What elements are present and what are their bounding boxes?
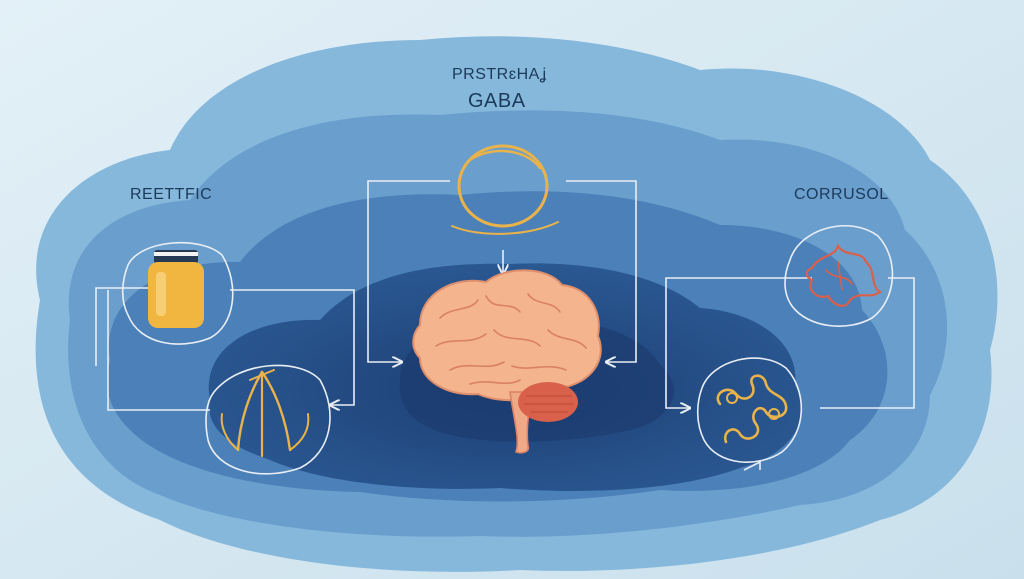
connector-left-to-center [230, 289, 355, 405]
left-label: REETTFIC [130, 186, 213, 203]
connector-left-lower [107, 290, 210, 411]
plant-leaf-icon [205, 364, 331, 475]
supplement-bottle-icon [121, 241, 234, 345]
connector-top-left [367, 180, 450, 362]
connector-right-bottom [743, 460, 761, 471]
brain-icon [412, 269, 602, 454]
connector-left-bracket [95, 287, 150, 366]
top-small-label: PRSTRɛHAʝ [452, 66, 547, 83]
circle-icon [451, 144, 559, 235]
connector-top-right [566, 180, 637, 362]
right-label: CORRUSOL [794, 186, 889, 203]
molecule-icon [696, 357, 803, 463]
connector-right-bracket [820, 277, 915, 409]
connector-lines [95, 180, 915, 471]
neuron-cluster-icon [784, 225, 894, 327]
connector-right-upper [665, 277, 812, 408]
gaba-label: GABA [468, 90, 526, 112]
